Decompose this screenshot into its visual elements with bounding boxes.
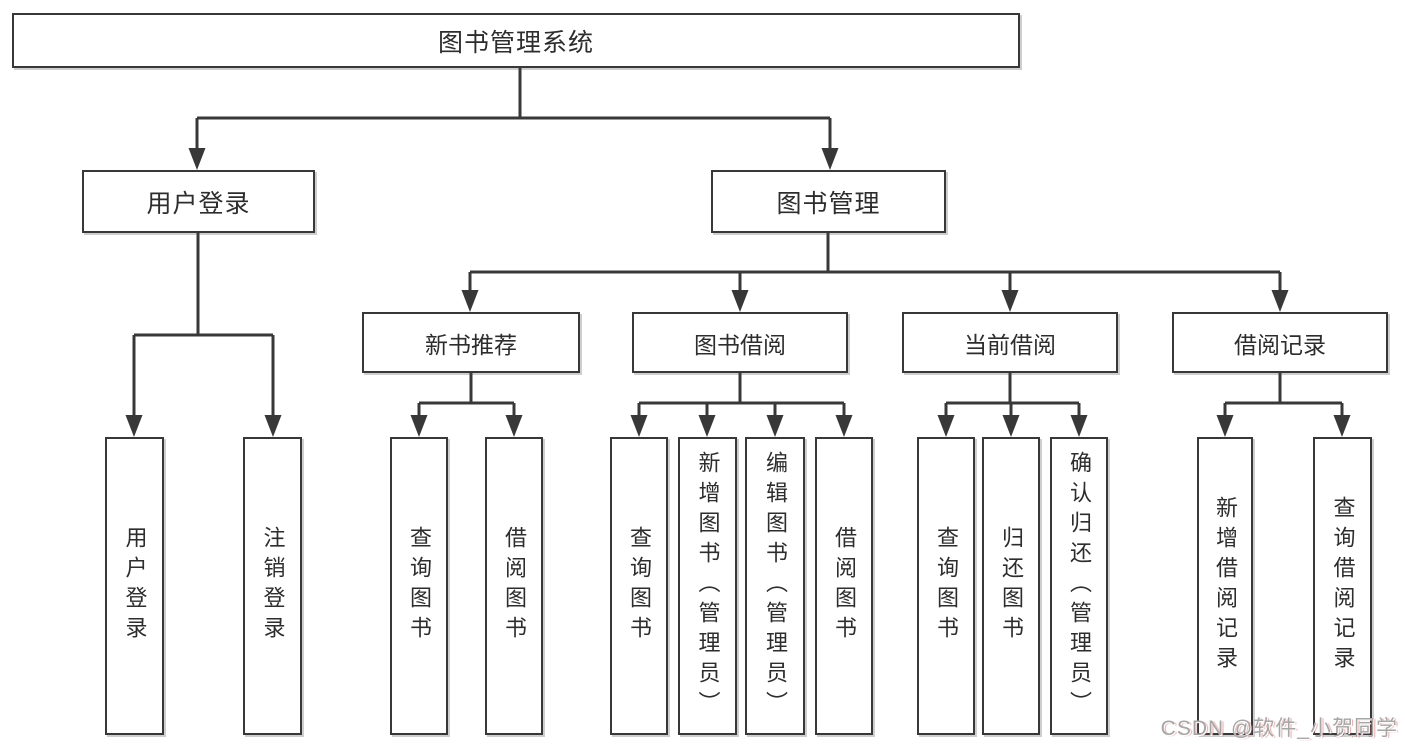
node-user-login-label: 用户登录 [146, 189, 251, 218]
leaf-add-books-admin-label: 新增图书（管理员） [695, 451, 721, 721]
leaf-edit-books-admin-label: 编辑图书（管理员） [763, 451, 788, 721]
node-current-borrow-label: 当前借阅 [964, 331, 1056, 358]
leaf-add-borrow-record: 新增借阅记录 [1197, 437, 1253, 735]
leaf-query-books-current-label: 查询图书 [934, 526, 959, 646]
leaf-borrow-books-label: 借阅图书 [832, 526, 857, 646]
leaf-query-books-borrow: 查询图书 [610, 437, 668, 735]
node-root: 图书管理系统 [12, 13, 1020, 68]
node-book-borrow-label: 图书借阅 [694, 331, 786, 358]
node-borrow-record-label: 借阅记录 [1234, 331, 1326, 358]
leaf-add-borrow-record-label: 新增借阅记录 [1213, 496, 1238, 676]
node-user-login: 用户登录 [82, 170, 315, 233]
node-current-borrow: 当前借阅 [902, 312, 1118, 373]
leaf-query-books-recommend: 查询图书 [390, 437, 448, 735]
leaf-return-books: 归还图书 [982, 437, 1040, 735]
leaf-borrow-books-recommend-label: 借阅图书 [502, 526, 527, 646]
node-book-management-label: 图书管理 [776, 189, 881, 218]
leaf-query-books-recommend-label: 查询图书 [407, 526, 432, 646]
node-root-label: 图书管理系统 [437, 28, 594, 57]
leaf-add-books-admin: 新增图书（管理员） [678, 437, 737, 735]
node-book-borrow: 图书借阅 [632, 312, 848, 373]
leaf-query-borrow-record: 查询借阅记录 [1313, 437, 1372, 735]
leaf-return-books-label: 归还图书 [999, 526, 1024, 646]
csdn-watermark: CSDN @软件_小贺同学 [1160, 717, 1398, 740]
leaf-query-books-borrow-label: 查询图书 [627, 526, 652, 646]
leaf-borrow-books: 借阅图书 [815, 437, 873, 735]
node-book-management: 图书管理 [711, 170, 946, 233]
leaf-confirm-return-admin: 确认归还（管理员） [1050, 437, 1108, 735]
leaf-edit-books-admin: 编辑图书（管理员） [745, 437, 805, 735]
leaf-query-borrow-record-label: 查询借阅记录 [1330, 496, 1356, 676]
leaf-confirm-return-admin-label: 确认归还（管理员） [1067, 451, 1092, 721]
node-new-book-recommend: 新书推荐 [362, 312, 580, 373]
leaf-logout: 注销登录 [243, 437, 302, 735]
leaf-query-books-current: 查询图书 [917, 437, 975, 735]
node-borrow-record: 借阅记录 [1172, 312, 1388, 373]
node-new-book-recommend-label: 新书推荐 [425, 331, 517, 358]
leaf-logout-label: 注销登录 [260, 526, 286, 646]
leaf-user-login-label: 用户登录 [122, 526, 148, 646]
leaf-borrow-books-recommend: 借阅图书 [485, 437, 543, 735]
leaf-user-login: 用户登录 [105, 437, 164, 735]
